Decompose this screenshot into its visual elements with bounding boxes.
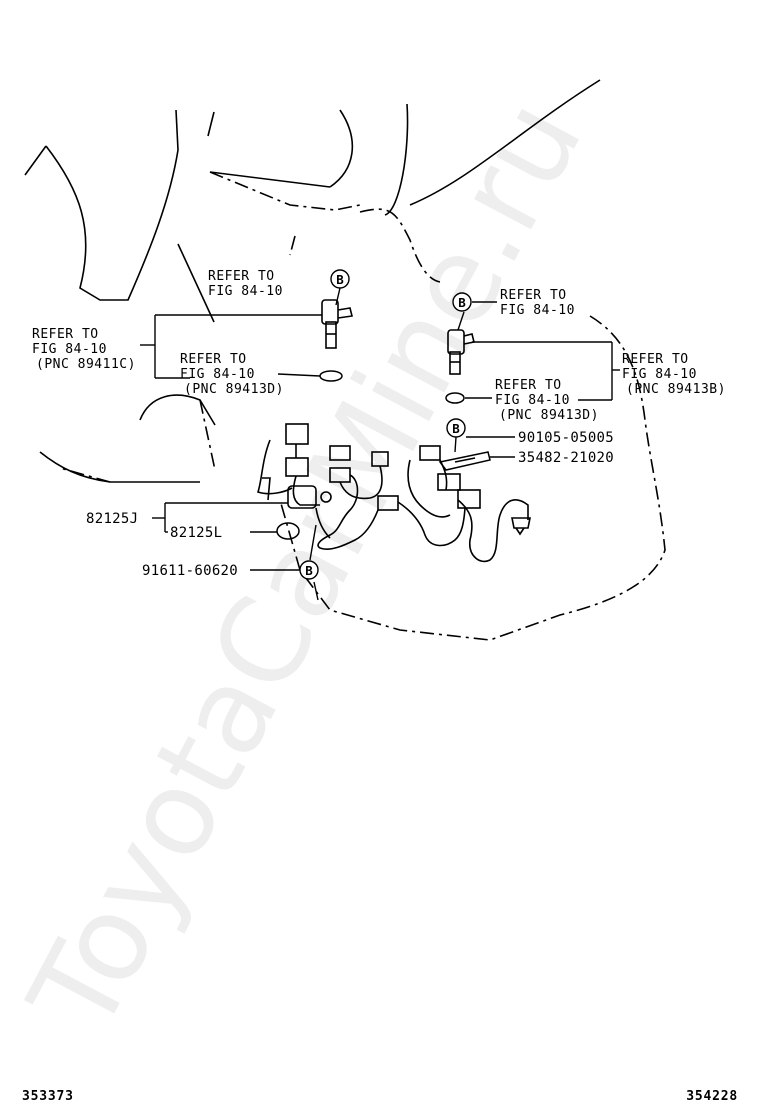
callout-top-center[interactable]: REFER TO FIG 84-10: [208, 269, 283, 299]
callout-left[interactable]: REFER TO FIG 84-10 (PNC 89411C): [32, 327, 136, 372]
left-sensor[interactable]: [321, 299, 353, 349]
svg-text:FIG 84-10: FIG 84-10: [208, 284, 283, 299]
part-number-clamp[interactable]: 35482-21020: [518, 450, 614, 466]
leader-lines: [140, 287, 620, 601]
callout-right-top[interactable]: REFER TO FIG 84-10: [500, 288, 575, 318]
svg-text:REFER TO: REFER TO: [622, 352, 689, 367]
marker-b-bolt: B: [446, 418, 466, 438]
svg-text:FIG 84-10: FIG 84-10: [180, 367, 255, 382]
svg-text:(PNC 89411C): (PNC 89411C): [36, 357, 136, 372]
svg-text:(PNC 89413D): (PNC 89413D): [499, 408, 599, 423]
o-ring-right[interactable]: [445, 392, 465, 404]
footer-left-code: 353373: [22, 1089, 74, 1104]
part-number-grommet[interactable]: 82125L: [170, 525, 222, 541]
svg-text:FIG 84-10: FIG 84-10: [500, 303, 575, 318]
svg-text:B: B: [336, 272, 344, 287]
svg-text:B: B: [452, 421, 460, 436]
svg-text:FIG 84-10: FIG 84-10: [622, 367, 697, 382]
part-number-bolt[interactable]: 90105-05005: [518, 430, 614, 446]
right-sensor[interactable]: [447, 329, 475, 375]
svg-text:REFER TO: REFER TO: [180, 352, 247, 367]
svg-text:REFER TO: REFER TO: [495, 378, 562, 393]
marker-b-right: B: [452, 292, 472, 312]
svg-text:B: B: [305, 563, 313, 578]
svg-text:(PNC 89413D): (PNC 89413D): [184, 382, 284, 397]
svg-text:FIG 84-10: FIG 84-10: [32, 342, 107, 357]
svg-text:B: B: [458, 295, 466, 310]
svg-text:REFER TO: REFER TO: [32, 327, 99, 342]
svg-text:REFER TO: REFER TO: [208, 269, 275, 284]
grommet-shape[interactable]: [276, 522, 300, 540]
wire-harness[interactable]: [256, 423, 531, 563]
clamp[interactable]: [438, 451, 491, 471]
part-number-harness[interactable]: 82125J: [86, 511, 138, 527]
callout-right-side[interactable]: REFER TO FIG 84-10 (PNC 89413B): [622, 352, 726, 397]
callout-center-oring[interactable]: REFER TO FIG 84-10 (PNC 89413D): [180, 352, 284, 397]
engine-outline: [24, 79, 601, 483]
svg-text:REFER TO: REFER TO: [500, 288, 567, 303]
marker-b-top: B: [330, 269, 350, 289]
svg-text:FIG 84-10: FIG 84-10: [495, 393, 570, 408]
dashed-outline: [59, 171, 666, 641]
marker-b-left-bolt: B: [299, 560, 319, 580]
part-number-bolt-left[interactable]: 91611-60620: [142, 563, 238, 579]
footer-right-code: 354228: [686, 1089, 738, 1104]
svg-text:(PNC 89413B): (PNC 89413B): [626, 382, 726, 397]
callout-right-oring[interactable]: REFER TO FIG 84-10 (PNC 89413D): [495, 378, 599, 423]
